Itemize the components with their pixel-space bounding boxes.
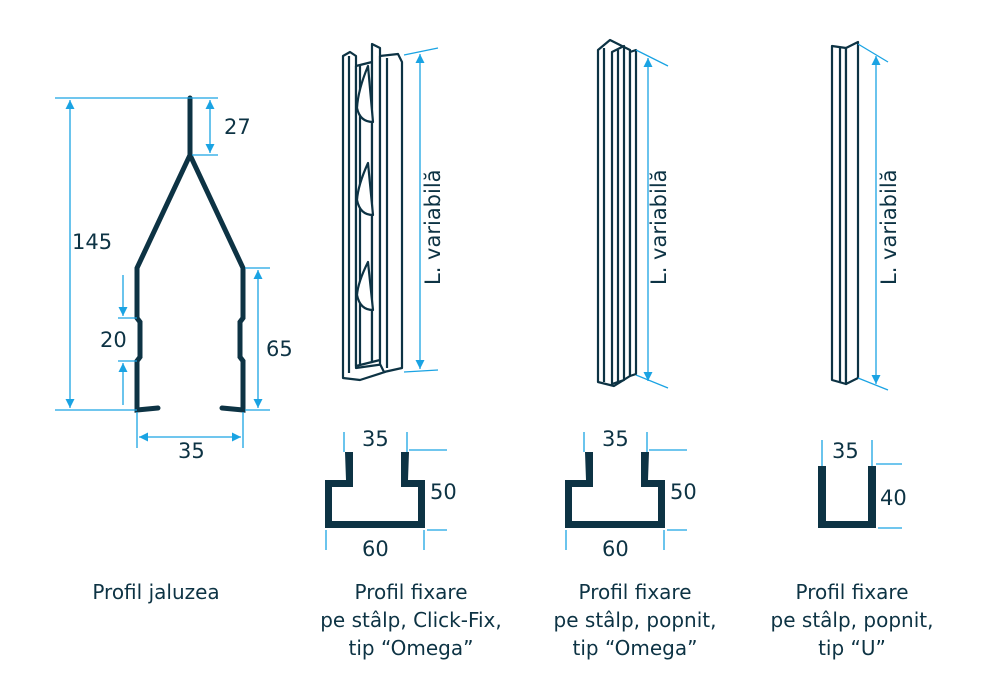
caption-clickfix-omega: Profil fixare pe stâlp, Click-Fix, tip “…: [291, 578, 531, 662]
clickfix-omega-3d-drawing: L. variabilă: [341, 42, 445, 382]
dim-label-27: 27: [224, 115, 251, 139]
caption-line: Profil fixare: [578, 580, 692, 604]
dimension-total-height: 145: [55, 97, 218, 411]
caption-profil-jaluzea: Profil jaluzea: [36, 578, 276, 606]
popnit-omega-3d-drawing: L. variabilă: [596, 38, 671, 389]
jaluzea-profile-drawing: 145 27 20 65 35: [55, 95, 293, 463]
dim-label-50: 50: [670, 480, 697, 504]
caption-line: tip “U”: [818, 636, 886, 660]
jaluzea-profile-shape: [134, 95, 246, 413]
dim-label-40: 40: [880, 486, 907, 510]
caption-popnit-omega: Profil fixare pe stâlp, popnit, tip “Ome…: [515, 578, 755, 662]
caption-line: pe stâlp, Click-Fix,: [320, 608, 502, 632]
caption-line: pe stâlp, popnit,: [770, 608, 934, 632]
caption-line: pe stâlp, popnit,: [553, 608, 717, 632]
caption-line: tip “Omega”: [572, 636, 698, 660]
u-section: 35 40: [818, 439, 907, 529]
dim-label-20: 20: [100, 328, 127, 352]
dim-label-35: 35: [602, 427, 629, 451]
length-label: L. variabilă: [877, 169, 901, 285]
dimension-width: 35: [136, 412, 244, 463]
dim-label-65: 65: [266, 337, 293, 361]
dim-label-35: 35: [832, 439, 859, 463]
length-label: L. variabilă: [647, 169, 671, 285]
length-label: L. variabilă: [421, 169, 445, 285]
clickfix-omega-section: 35 50 60: [325, 427, 457, 561]
dimension-notch: 20: [100, 275, 137, 405]
dimension-top: 27: [192, 100, 251, 156]
caption-line: tip “Omega”: [348, 636, 474, 660]
dim-label-60: 60: [362, 537, 389, 561]
popnit-u-3d-drawing: L. variabilă: [830, 40, 901, 391]
dim-label-35: 35: [178, 439, 205, 463]
dim-label-145: 145: [72, 230, 112, 254]
caption-line: Profil fixare: [795, 580, 909, 604]
dimension-side: 65: [245, 267, 293, 411]
dim-label-35: 35: [362, 427, 389, 451]
dim-label-50: 50: [430, 480, 457, 504]
caption-popnit-u: Profil fixare pe stâlp, popnit, tip “U”: [732, 578, 972, 662]
popnit-omega-section: 35 50 60: [565, 427, 697, 561]
caption-line: Profil fixare: [354, 580, 468, 604]
caption-line: Profil jaluzea: [92, 580, 220, 604]
dim-label-60: 60: [602, 537, 629, 561]
